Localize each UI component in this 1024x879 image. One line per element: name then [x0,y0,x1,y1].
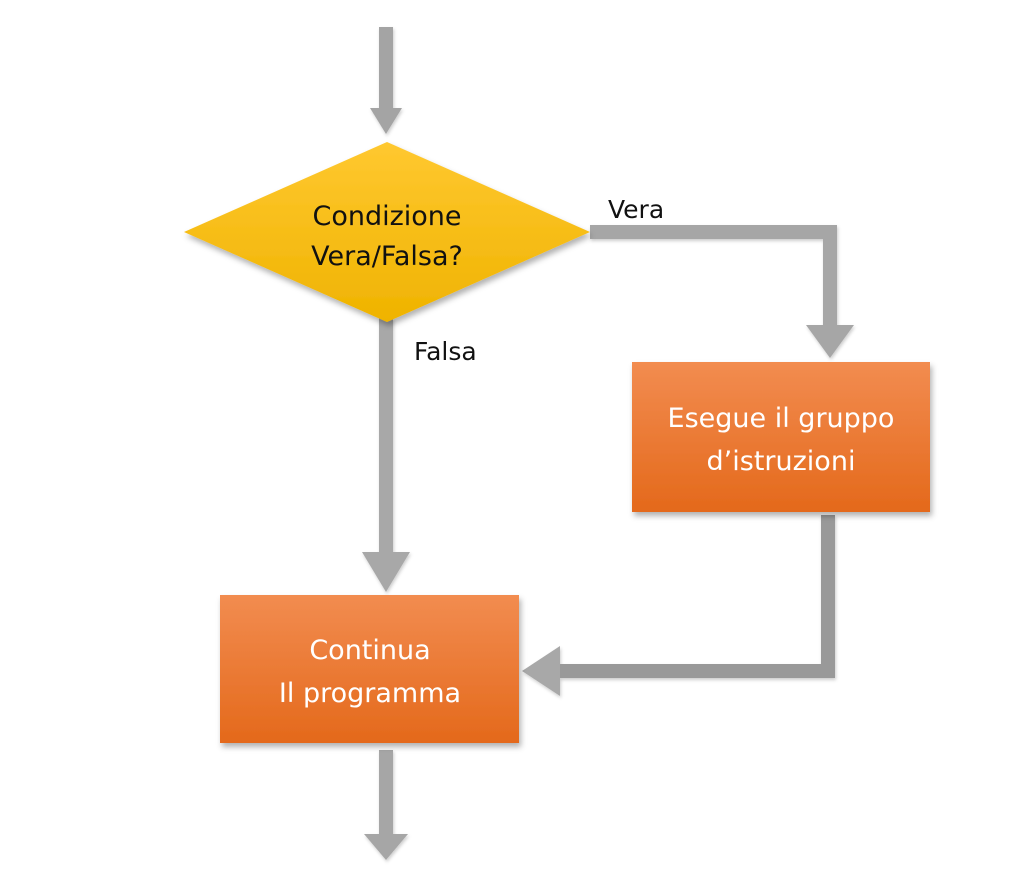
true-branch-label: Vera [608,195,664,224]
false-branch-label: Falsa [414,337,477,366]
false-branch-arrow [362,318,410,592]
execute-text-line1: Esegue il gruppo [668,403,895,434]
continue-box [220,595,519,743]
true-branch-arrow [590,225,854,358]
return-arrow [522,515,835,696]
exit-arrow [364,750,408,860]
decision-text-line2: Vera/Falsa? [311,241,463,272]
decision-text-line1: Condizione [312,201,461,232]
entry-arrow [370,27,402,134]
continue-text-line2: Il programma [279,678,461,709]
execute-text-line2: d’istruzioni [707,446,856,477]
execute-instructions-node: Esegue il gruppo d’istruzioni [632,362,930,512]
execute-box [632,362,930,512]
continue-text-line1: Continua [309,635,430,666]
continue-program-node: Continua Il programma [220,595,519,743]
decision-node: Condizione Vera/Falsa? [184,142,590,322]
decision-diamond [184,142,590,322]
